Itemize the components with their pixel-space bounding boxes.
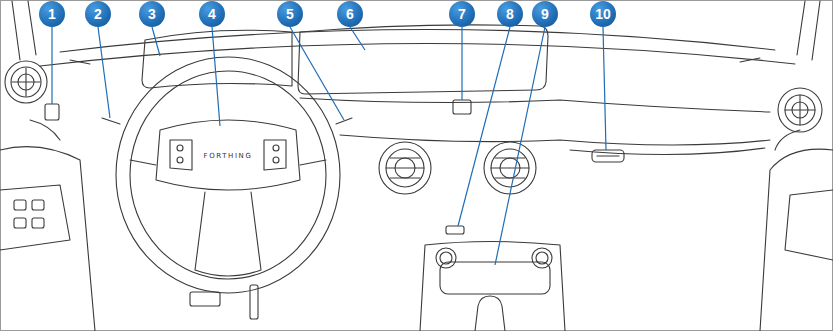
a-pillar [12, 1, 820, 60]
leader-line [495, 27, 545, 265]
callout-number: 2 [85, 1, 111, 27]
defrost-vent [70, 58, 760, 64]
gear-shifter [475, 296, 505, 331]
windshield-base [60, 29, 775, 52]
steering-wheel [116, 57, 340, 293]
callout-number: 8 [497, 1, 523, 27]
wheel-hub [156, 120, 300, 190]
leader-line [51, 27, 52, 104]
callout-number: 9 [532, 1, 558, 27]
callout-number: 5 [277, 1, 303, 27]
switch-panel [446, 226, 464, 234]
leader-lines [52, 27, 606, 265]
leader-line [290, 27, 344, 120]
center-console [420, 242, 565, 331]
leader-line [461, 27, 462, 100]
leader-line [350, 27, 365, 50]
callout-number: 4 [199, 1, 225, 27]
leader-line [212, 27, 220, 126]
instrument-cluster [142, 30, 292, 88]
hazard-button [453, 100, 471, 114]
light-switch [45, 104, 59, 120]
center-screen [298, 25, 548, 94]
dash-top [40, 43, 795, 66]
callout-number: 10 [590, 1, 616, 27]
leader-line [458, 27, 510, 226]
leader-line [98, 27, 110, 118]
callout-number: 3 [139, 1, 165, 27]
leader-line [152, 27, 160, 56]
wheel-stalk [102, 118, 352, 124]
dash-lower [340, 135, 770, 145]
callout-number: 6 [337, 1, 363, 27]
glovebox-handle [592, 150, 624, 162]
callout-number: 7 [449, 1, 475, 27]
brand-logo: FORTHING [188, 151, 268, 161]
leader-line [603, 27, 606, 150]
dash-trim [300, 98, 770, 112]
callout-number: 1 [39, 1, 65, 27]
